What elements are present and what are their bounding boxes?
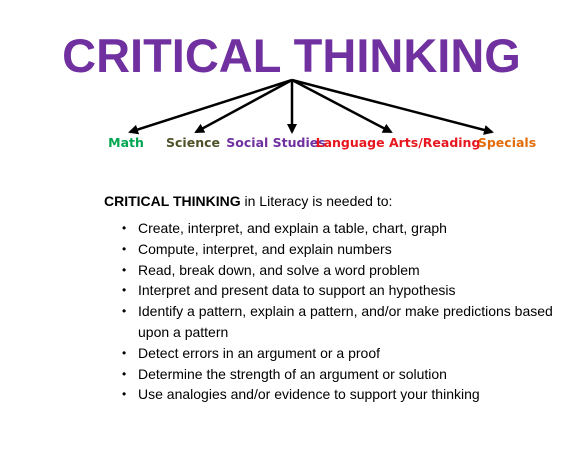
branch-science: Science xyxy=(166,135,220,150)
list-item: • Determine the strength of an argument o… xyxy=(102,364,572,385)
bullet-glyph: • xyxy=(122,345,127,360)
arrow-specials xyxy=(291,78,494,135)
branch-math: Math xyxy=(108,135,144,150)
intro-line: CRITICAL THINKING in Literacy is needed … xyxy=(104,192,392,210)
list-item-text: Detect errors in an argument or a proof xyxy=(138,344,381,361)
list-item: • Detect errors in an argument or a proof xyxy=(102,343,572,364)
bullet-glyph: • xyxy=(122,387,127,402)
list-item-text: Compute, interpret, and explain numbers xyxy=(138,240,392,257)
branch-specials: Specials xyxy=(477,135,537,150)
intro-bold: CRITICAL THINKING xyxy=(104,193,241,209)
list-item: • Use analogies and/or evidence to suppor… xyxy=(102,384,572,405)
list-item: • Compute, interpret, and explain numbers xyxy=(102,239,572,260)
list-item: • Interpret and present data to support a… xyxy=(102,280,572,301)
intro-rest: in Literacy is needed to: xyxy=(240,193,393,209)
list-item: • Create, interpret, and explain a table,… xyxy=(102,218,572,239)
bullet-glyph: • xyxy=(122,366,127,381)
branch-language-arts-reading: Language Arts/Reading xyxy=(315,135,481,150)
skills-list: • Create, interpret, and explain a table,… xyxy=(102,218,572,405)
page-title: CRITICAL THINKING xyxy=(62,29,521,82)
list-item-text: Use analogies and/or evidence to support… xyxy=(138,386,480,403)
bullet-glyph: • xyxy=(122,283,127,298)
list-item: • Read, break down, and solve a word prob… xyxy=(102,260,572,281)
bullet-glyph: • xyxy=(122,241,127,256)
list-item-text: Read, break down, and solve a word probl… xyxy=(138,261,420,278)
list-item-text: Interpret and present data to support an… xyxy=(138,282,456,299)
arrow-math xyxy=(128,78,293,135)
bullet-glyph: • xyxy=(122,262,127,277)
bullet-glyph: • xyxy=(122,304,127,319)
branch-social-studies: Social Studies xyxy=(226,135,326,150)
list-item: • Identify a pattern, explain a pattern, … xyxy=(102,301,572,343)
branch-arrows xyxy=(128,78,494,135)
arrow-language-arts xyxy=(291,78,393,134)
list-item-text: Determine the strength of an argument or… xyxy=(138,365,447,382)
list-item-text: Create, interpret, and explain a table, … xyxy=(138,220,447,236)
arrow-science xyxy=(194,78,293,134)
bullet-glyph: • xyxy=(122,221,127,235)
list-item-text: Identify a pattern, explain a pattern, a… xyxy=(138,303,553,340)
